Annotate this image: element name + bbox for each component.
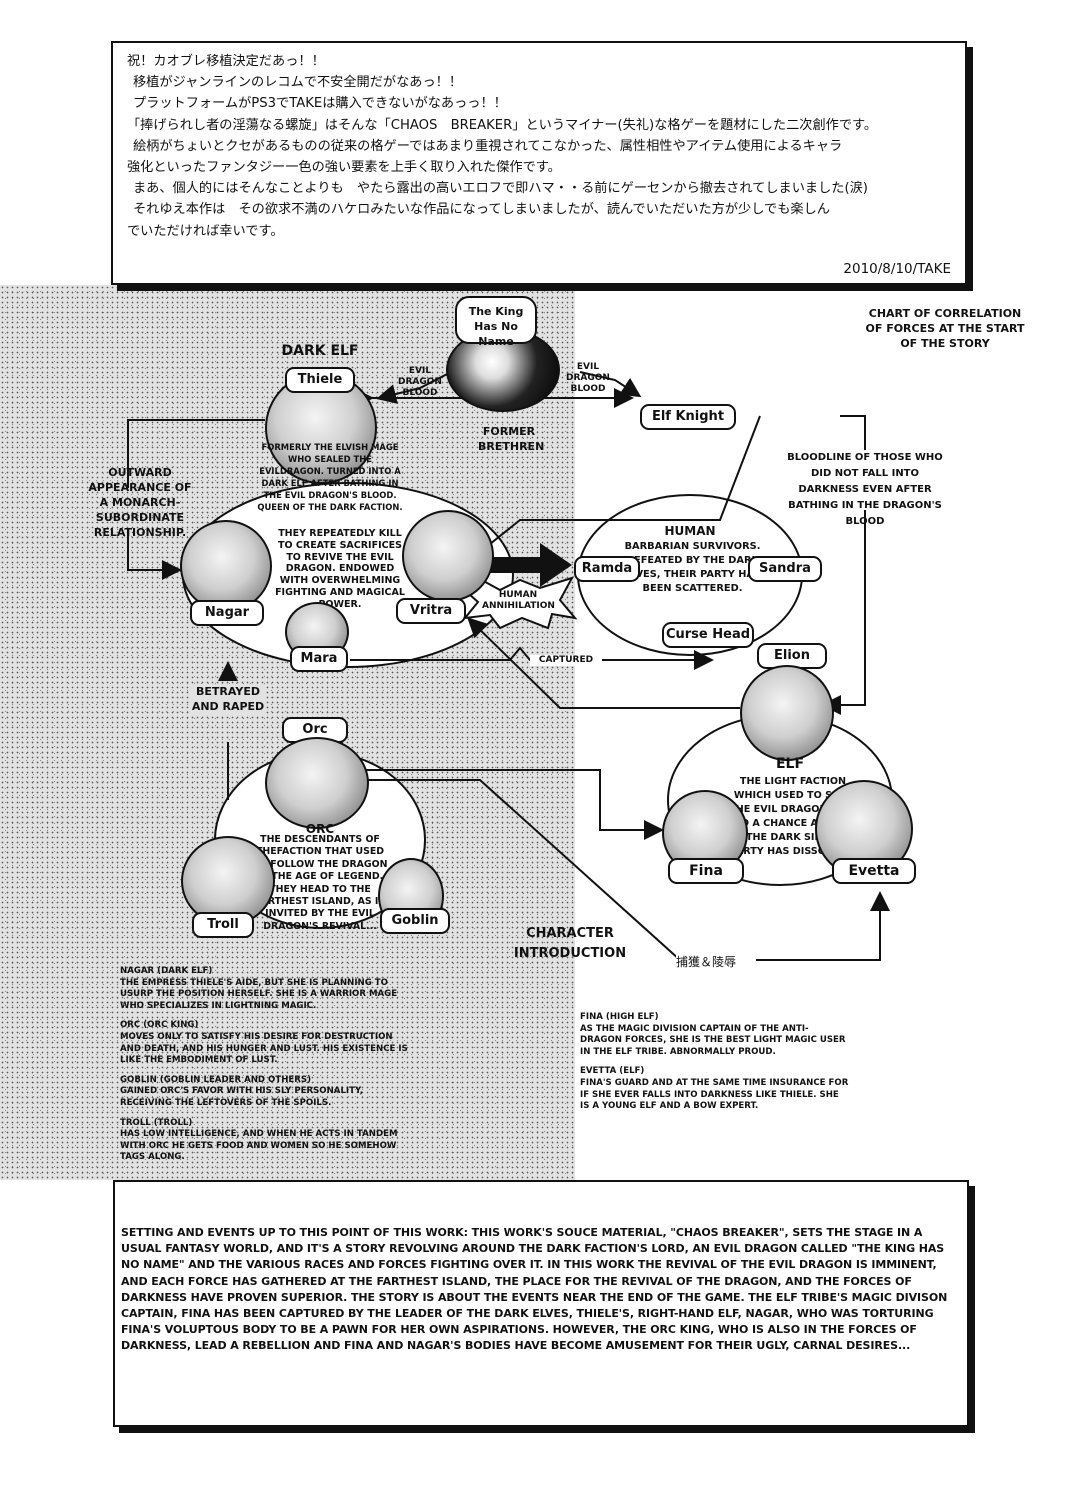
bio-name: ORC (ORC KING) bbox=[120, 1020, 199, 1031]
note-line: まあ、個人的にはそんなことよりも やたら露出の高いエロフで即ハマ・・る前にゲーセ… bbox=[133, 181, 868, 197]
bio-name: TROLL (TROLL) bbox=[120, 1117, 193, 1128]
bio-goblin: GOBLIN (GOBLIN LEADER AND OTHERS)GAINED … bbox=[120, 1075, 410, 1110]
bio-text: THE EMPRESS THIELE'S AIDE, BUT SHE IS PL… bbox=[120, 977, 398, 1011]
fina-tag: Fina bbox=[668, 858, 744, 884]
orc-desc: THE DESCENDANTS OF THEFACTION THAT USED … bbox=[252, 834, 388, 932]
troll-portrait bbox=[181, 836, 275, 926]
sandra-tag: Sandra bbox=[748, 556, 822, 582]
goblin-tag: Goblin bbox=[380, 908, 450, 934]
orc-portrait bbox=[265, 737, 369, 829]
note-line: プラットフォームがPS3でTAKEは購入できないがなあっっ！！ bbox=[133, 96, 507, 112]
bio-name: FINA (HIGH ELF) bbox=[580, 1012, 659, 1022]
note-line: 絵柄がちょいとクセがあるものの従来の格ゲーではあまり重視されてこなかった、属性相… bbox=[133, 138, 843, 154]
bio-orc: ORC (ORC KING)MOVES ONLY TO SATISFY HIS … bbox=[120, 1020, 410, 1066]
former-brethren: FORMER BRETHREN bbox=[478, 425, 545, 453]
note-line: それゆえ本作は その欲求不満のハケロみたいな作品になってしまいましたが、読んでい… bbox=[133, 202, 830, 218]
betrayed-label: BETRAYED AND RAPED bbox=[190, 684, 266, 714]
dark-faction-desc: THEY REPEATEDLY KILL TO CREATE SACRIFICE… bbox=[275, 528, 405, 610]
setting-box: SETTING AND EVENTS UP TO THIS POINT OF T… bbox=[113, 1180, 969, 1427]
orc-heading: ORC bbox=[305, 822, 335, 836]
note-line: 移植がジャンラインのレコムで不安全開だがなあっ！！ bbox=[133, 75, 463, 91]
bios-right: FINA (HIGH ELF)AS THE MAGIC DIVISION CAP… bbox=[580, 1012, 850, 1121]
capture-label: 捕獲＆陵辱 bbox=[676, 953, 756, 970]
thiele-tag: Thiele bbox=[285, 367, 355, 393]
note-line: 「捧げられし者の淫蕩なる螺旋」はそんな「CHAOS BREAKER」というマイナ… bbox=[127, 117, 878, 133]
bloodline-note: BLOODLINE OF THOSE WHO DID NOT FALL INTO… bbox=[787, 452, 943, 527]
ramda-tag: Ramda bbox=[574, 556, 640, 582]
outward-appearance: OUTWARD APPEARANCE OF A MONARCH-SUBORDIN… bbox=[88, 466, 192, 539]
king-label: The King Has No Name bbox=[468, 305, 524, 348]
dark-elf-heading: DARK ELF bbox=[281, 343, 359, 359]
nagar-tag: Nagar bbox=[190, 600, 264, 626]
king-label-box: The King Has No Name bbox=[455, 296, 537, 348]
signature: 2010/8/10/TAKE bbox=[843, 261, 951, 277]
chart-title-line: CHART OF CORRELATION bbox=[868, 307, 1022, 320]
troll-tag: Troll bbox=[192, 912, 254, 938]
elf-knight-tag: Elf Knight bbox=[640, 404, 736, 430]
bio-text: FINA'S GUARD AND AT THE SAME TIME INSURA… bbox=[580, 1077, 849, 1112]
human-heading: HUMAN bbox=[664, 524, 716, 538]
setting-text: SETTING AND EVENTS UP TO THIS POINT OF T… bbox=[121, 1226, 948, 1353]
author-note-text: 祝！カオブレ移植決定だあっ！！ 移植がジャンラインのレコムで不安全開だがなあっ！… bbox=[127, 51, 957, 242]
character-intro-heading: CHARACTER INTRODUCTION bbox=[513, 926, 627, 961]
evil-blood-right: EVIL DRAGON BLOOD bbox=[566, 362, 610, 394]
captured-label: CAPTURED bbox=[530, 655, 602, 666]
bio-name: NAGAR (DARK ELF) bbox=[120, 966, 213, 976]
bio-fina: FINA (HIGH ELF)AS THE MAGIC DIVISION CAP… bbox=[580, 1012, 850, 1058]
bio-text: HAS LOW INTELLIGENCE, AND WHEN HE ACTS I… bbox=[120, 1129, 398, 1163]
note-line: 強化といったファンタジー一色の強い要素を上手く取り入れた傑作です。 bbox=[127, 160, 561, 176]
vritra-portrait bbox=[402, 510, 494, 602]
chart-title-line: OF THE STORY bbox=[900, 337, 990, 350]
chart-title: CHART OF CORRELATION OF FORCES AT THE ST… bbox=[850, 306, 1040, 351]
chart-title-line: OF FORCES AT THE START bbox=[865, 322, 1025, 335]
bio-text: AS THE MAGIC DIVISION CAPTAIN OF THE ANT… bbox=[580, 1023, 846, 1057]
bio-troll: TROLL (TROLL)HAS LOW INTELLIGENCE, AND W… bbox=[120, 1118, 410, 1164]
evetta-tag: Evetta bbox=[832, 858, 916, 884]
mara-tag: Mara bbox=[290, 646, 348, 672]
big-arrow bbox=[475, 543, 572, 587]
bios-left: NAGAR (DARK ELF)THE EMPRESS THIELE'S AID… bbox=[120, 966, 410, 1172]
elion-portrait bbox=[740, 665, 834, 761]
note-line: 祝！カオブレ移植決定だあっ！！ bbox=[127, 54, 325, 69]
bio-name: EVETTA (ELF) bbox=[580, 1066, 645, 1077]
elf-desc: THE LIGHT FACTION WHICH USED TO SEAL THE… bbox=[728, 776, 858, 857]
nagar-portrait bbox=[180, 520, 272, 612]
curse-head-tag: Curse Head bbox=[662, 622, 754, 648]
note-line: でいただければ幸いです。 bbox=[127, 223, 284, 239]
evil-blood-left: EVIL DRAGON BLOOD bbox=[398, 366, 442, 398]
bio-name: GOBLIN (GOBLIN LEADER AND OTHERS) bbox=[120, 1074, 312, 1085]
human-desc: BARBARIAN SURVIVORS. DEFEATED BY THE DAR… bbox=[623, 541, 762, 594]
author-note-box: 祝！カオブレ移植決定だあっ！！ 移植がジャンラインのレコムで不安全開だがなあっ！… bbox=[111, 41, 967, 285]
vritra-tag: Vritra bbox=[396, 598, 466, 624]
annihilation-label: HUMAN ANNIHILATION bbox=[482, 590, 555, 611]
bio-text: GAINED ORC'S FAVOR WITH HIS SLY PERSONAL… bbox=[120, 1086, 364, 1108]
bio-text: MOVES ONLY TO SATISFY HIS DESIRE FOR DES… bbox=[120, 1031, 408, 1066]
annihilation-burst bbox=[458, 576, 578, 630]
bio-evetta: EVETTA (ELF)FINA'S GUARD AND AT THE SAME… bbox=[580, 1066, 850, 1112]
bio-nagar: NAGAR (DARK ELF)THE EMPRESS THIELE'S AID… bbox=[120, 966, 410, 1012]
elf-heading: ELF bbox=[775, 756, 805, 772]
thiele-desc: FORMERLY THE ELVISH MAGE WHO SEALED THE … bbox=[257, 442, 403, 512]
